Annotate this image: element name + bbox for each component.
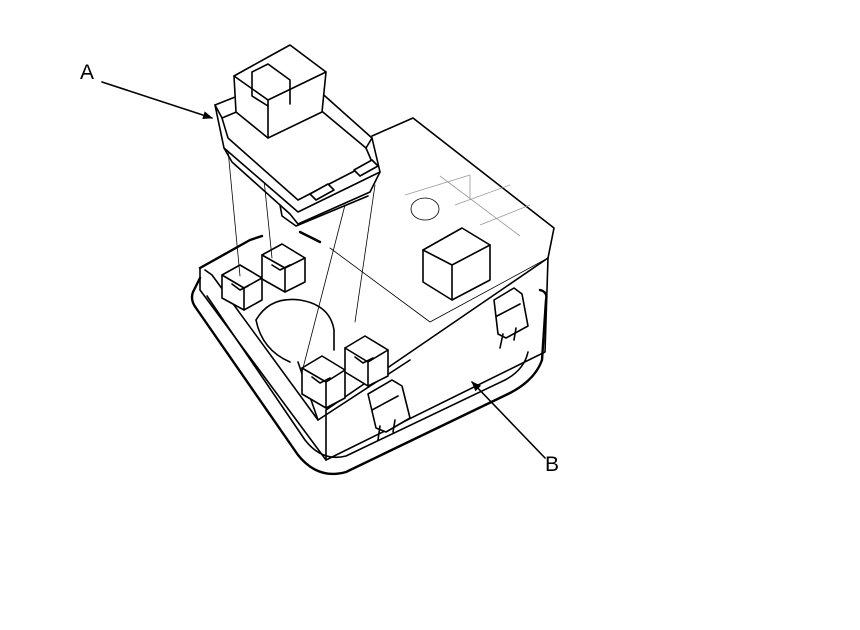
relay-skirt-bottom <box>279 195 369 227</box>
box-left-wall <box>199 267 327 461</box>
relay-clip-left <box>309 183 335 201</box>
box-front-top-edge <box>325 257 549 411</box>
relay-top-connector <box>233 44 327 139</box>
top-socket-inner <box>422 244 491 301</box>
relay-connector-slot <box>251 63 291 107</box>
alignment-lines <box>227 149 376 373</box>
round-hole <box>410 197 440 221</box>
box-top-surface <box>371 117 555 259</box>
latch-front <box>367 379 411 441</box>
callout-label-a: A <box>80 61 95 84</box>
relay-a <box>214 44 381 373</box>
relay-clip-right <box>353 159 379 177</box>
leader-line-b <box>471 381 546 459</box>
callout-label-b: B <box>545 453 560 476</box>
cavity-inner-left <box>204 269 319 421</box>
latch-right <box>493 287 529 349</box>
top-surface-divider <box>329 247 549 323</box>
relay-skirt <box>223 147 381 225</box>
top-socket <box>422 227 491 301</box>
cavity-rim <box>198 230 322 270</box>
relay-lower-edge <box>221 117 373 201</box>
cavity-post <box>255 298 335 351</box>
cavity-post-base <box>255 319 291 363</box>
rear-terminals <box>221 243 306 311</box>
top-grid-lines <box>404 174 531 237</box>
front-terminals <box>301 335 389 409</box>
leader-line-a <box>101 81 213 120</box>
relay-box-b <box>190 117 555 476</box>
